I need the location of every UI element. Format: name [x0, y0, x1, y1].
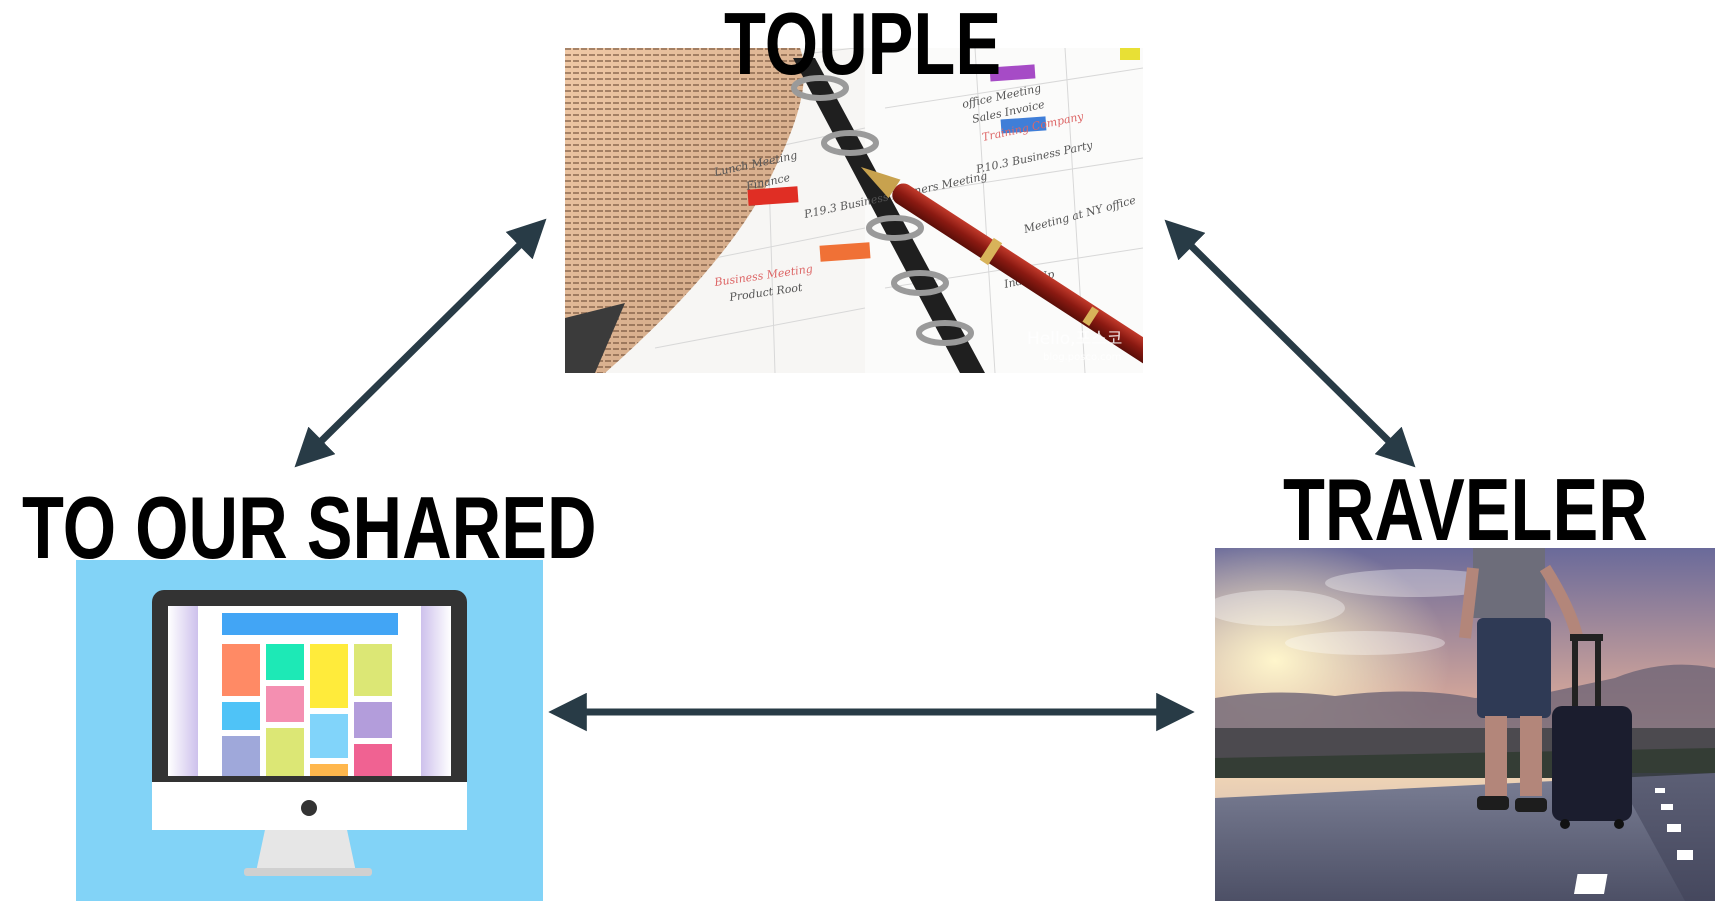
- red-tab: [747, 186, 799, 206]
- node-label-traveler: TRAVELER: [1283, 460, 1648, 559]
- monitor-image: [76, 560, 543, 901]
- planner-image: Lunch Meeting Finance P.19.3 Business Pa…: [565, 48, 1143, 373]
- pen-icon: [860, 167, 1143, 373]
- planner-watermark: Hello,포스코: [1027, 329, 1122, 349]
- suitcase-icon: [1552, 634, 1632, 829]
- arrow-touple-shared: [294, 218, 547, 468]
- traveler-photo: [1215, 548, 1715, 901]
- blue-tab: [1000, 116, 1047, 134]
- traveler-image: [1215, 548, 1715, 901]
- orange-tab: [819, 242, 871, 262]
- purple-tab: [989, 64, 1036, 82]
- arrow-touple-traveler: [1164, 219, 1416, 468]
- node-label-touple: TOUPLE: [724, 0, 1002, 93]
- traveler-icon: [1459, 548, 1583, 812]
- desktop-monitor-icon: [152, 590, 467, 876]
- planner-watermark-url: blog.posco.com: [1043, 352, 1121, 363]
- node-label-shared: TO OUR SHARED: [22, 478, 597, 577]
- planner-illustration: Lunch Meeting Finance P.19.3 Business Pa…: [565, 48, 1143, 373]
